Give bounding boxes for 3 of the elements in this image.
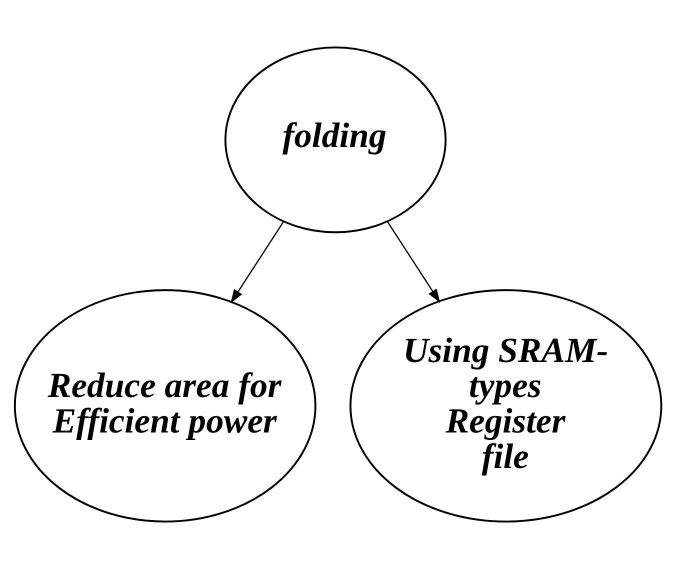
- node-ellipse: folding: [224, 46, 447, 234]
- arrow: [387, 221, 440, 303]
- arrow: [230, 221, 284, 304]
